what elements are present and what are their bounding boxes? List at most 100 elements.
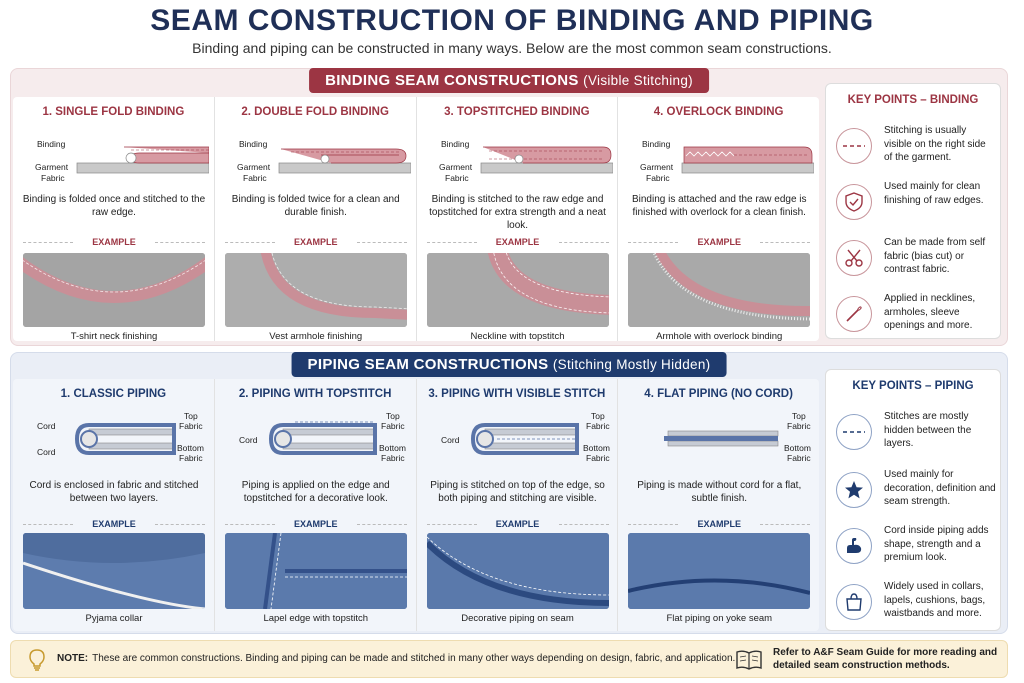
- svg-text:Garment: Garment: [640, 162, 674, 172]
- example-label: EXAMPLE: [23, 519, 205, 529]
- strength-arm-icon: [836, 528, 872, 564]
- lightbulb-icon: [29, 649, 45, 671]
- binding-cards: 1. SINGLE FOLD BINDING Binding Garment F…: [13, 97, 819, 342]
- svg-text:Garment: Garment: [237, 162, 271, 172]
- key-point-item: Stitching is usually visible on the righ…: [834, 124, 996, 176]
- svg-text:Fabric: Fabric: [179, 453, 203, 463]
- card-description: Piping is stitched on top of the edge, s…: [430, 480, 605, 504]
- svg-text:Binding: Binding: [37, 139, 66, 149]
- card-caption: Vest armhole finishing: [269, 331, 363, 342]
- card-title: 4. FLAT PIPING (NO CORD): [644, 388, 793, 400]
- note-body: These are common constructions. Binding …: [92, 653, 736, 664]
- piping-card-classic: 1. CLASSIC PIPING Cord Cord Top Fabric B…: [13, 379, 215, 631]
- note-label: NOTE:: [57, 653, 89, 664]
- scissors-icon: [836, 240, 872, 276]
- key-point-text: Used mainly for decoration, definition a…: [884, 469, 996, 507]
- svg-text:Garment: Garment: [439, 162, 473, 172]
- key-point-item: Can be made from self fabric (bias cut) …: [834, 236, 996, 288]
- svg-text:Fabric: Fabric: [381, 421, 405, 431]
- card-description: Piping is applied on the edge and topsti…: [241, 480, 390, 504]
- piping-key-points: KEY POINTS – PIPING Stitches are mostly …: [825, 369, 1001, 631]
- svg-text:Fabric: Fabric: [787, 453, 811, 463]
- svg-text:Fabric: Fabric: [646, 173, 670, 183]
- card-caption: T-shirt neck finishing: [70, 331, 158, 342]
- example-label: EXAMPLE: [224, 237, 407, 247]
- svg-text:Binding: Binding: [239, 139, 268, 149]
- key-point-item: Applied in necklines, armholes, sleeve o…: [834, 292, 996, 344]
- binding-banner-subtitle: (Visible Stitching): [583, 73, 693, 88]
- page-title: SEAM CONSTRUCTION OF BINDING AND PIPING: [150, 4, 874, 37]
- card-caption: Pyjama collar: [85, 613, 143, 624]
- svg-text:Top: Top: [386, 411, 400, 421]
- card-description: Piping is made without cord for a flat, …: [637, 480, 802, 504]
- armhole-overlock-example-photo: [628, 253, 811, 327]
- key-point-item: Stitches are mostly hidden between the l…: [834, 410, 996, 462]
- svg-text:Fabric: Fabric: [586, 421, 610, 431]
- key-point-item: Widely used in collars, lapels, cushions…: [834, 580, 996, 632]
- svg-text:Top: Top: [792, 411, 806, 421]
- neckline-topstitch-example-photo: [426, 253, 609, 327]
- piping-card-flat: 4. FLAT PIPING (NO CORD) Top Fabric Bott…: [618, 379, 819, 631]
- card-description: Binding is stitched to the raw edge and …: [429, 194, 606, 231]
- decorative-piping-example-photo: [426, 533, 609, 609]
- example-label: EXAMPLE: [23, 237, 205, 247]
- example-label: EXAMPLE: [426, 519, 609, 529]
- binding-card-single-fold: 1. SINGLE FOLD BINDING Binding Garment F…: [13, 97, 215, 342]
- key-point-text: Cord inside piping adds shape, strength …: [884, 525, 989, 563]
- piping-card-visible-stitch: 3. PIPING WITH VISIBLE STITCH Cord Top F…: [417, 379, 619, 631]
- key-points-title: KEY POINTS – BINDING: [847, 94, 979, 106]
- key-point-text: Stitching is usually visible on the righ…: [884, 125, 986, 163]
- card-description: Cord is enclosed in fabric and stitched …: [29, 480, 199, 504]
- piping-with-topstitch-diagram: Cord Top Fabric Bottom Fabric: [239, 411, 406, 463]
- bag-icon: [836, 584, 872, 620]
- key-points-title: KEY POINTS – PIPING: [852, 380, 974, 392]
- example-label: EXAMPLE: [628, 519, 811, 529]
- overlock-binding-diagram: Binding Garment Fabric: [640, 139, 815, 183]
- svg-text:Top: Top: [591, 411, 605, 421]
- svg-text:Fabric: Fabric: [787, 421, 811, 431]
- flat-piping-diagram: Top Fabric Bottom Fabric: [664, 411, 812, 463]
- card-caption: Armhole with overlock binding: [656, 331, 783, 342]
- key-point-item: Used mainly for clean finishing of raw e…: [834, 180, 996, 232]
- card-caption: Lapel edge with topstitch: [263, 613, 369, 624]
- dashed-line-icon: [836, 128, 872, 164]
- note-bar: NOTE:These are common constructions. Bin…: [10, 640, 1008, 678]
- flat-piping-yoke-example-photo: [628, 533, 811, 609]
- svg-text:Bottom: Bottom: [177, 443, 204, 453]
- piping-section-banner: PIPING SEAM CONSTRUCTIONS (Stitching Mos…: [291, 352, 727, 377]
- page-subtitle: Binding and piping can be constructed in…: [192, 40, 832, 56]
- svg-text:Binding: Binding: [441, 139, 470, 149]
- binding-card-topstitched: 3. TOPSTITCHED BINDING Binding Garment F…: [417, 97, 619, 342]
- svg-text:Garment: Garment: [35, 162, 69, 172]
- svg-text:Cord: Cord: [239, 435, 258, 445]
- svg-text:Bottom: Bottom: [379, 443, 406, 453]
- vest-armhole-example-photo: [224, 253, 407, 327]
- card-description: Binding is folded twice for a clean and …: [231, 194, 400, 218]
- pyjama-collar-example-photo: [23, 533, 205, 609]
- tshirt-neck-example-photo: [23, 253, 205, 327]
- svg-text:Fabric: Fabric: [41, 173, 65, 183]
- binding-banner-title: BINDING SEAM CONSTRUCTIONS: [325, 72, 579, 89]
- binding-card-overlock: 4. OVERLOCK BINDING Binding Garment Fabr…: [618, 97, 819, 342]
- binding-key-points: KEY POINTS – BINDING Stitching is usuall…: [825, 83, 1001, 339]
- svg-text:Top: Top: [184, 411, 198, 421]
- card-caption: Neckline with topstitch: [470, 331, 565, 342]
- piping-banner-title: PIPING SEAM CONSTRUCTIONS: [307, 356, 549, 373]
- shield-icon: [836, 184, 872, 220]
- card-title: 1. CLASSIC PIPING: [60, 388, 167, 400]
- single-fold-binding-diagram: Binding Garment Fabric: [35, 139, 209, 183]
- piping-with-visible-stitch-diagram: Cord Top Fabric Bottom Fabric: [441, 411, 610, 463]
- svg-text:Fabric: Fabric: [179, 421, 203, 431]
- card-title: 3. TOPSTITCHED BINDING: [444, 106, 590, 118]
- svg-text:Bottom: Bottom: [583, 443, 610, 453]
- card-caption: Decorative piping on seam: [461, 613, 574, 624]
- svg-text:Cord: Cord: [37, 421, 56, 431]
- card-title: 4. OVERLOCK BINDING: [653, 106, 784, 118]
- svg-text:Cord: Cord: [441, 435, 460, 445]
- example-label: EXAMPLE: [224, 519, 407, 529]
- piping-banner-subtitle: (Stitching Mostly Hidden): [552, 357, 711, 372]
- star-icon: [836, 472, 872, 508]
- binding-panel: BINDING SEAM CONSTRUCTIONS (Visible Stit…: [10, 68, 1008, 346]
- needle-icon: [836, 296, 872, 332]
- lapel-edge-example-photo: [224, 533, 407, 609]
